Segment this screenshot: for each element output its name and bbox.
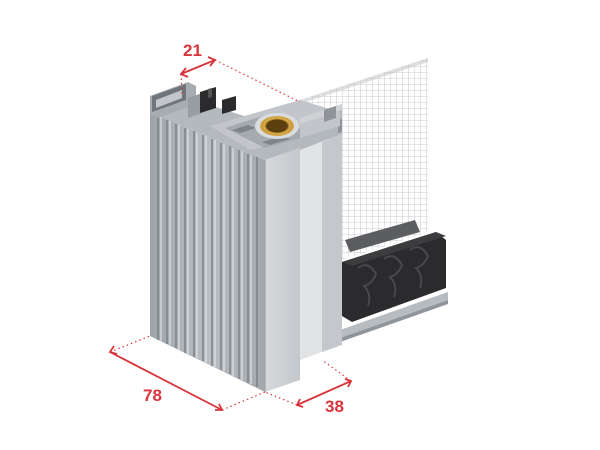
bottom-rail	[340, 292, 448, 342]
dimension-label-front-width: 38	[325, 397, 344, 416]
brush-seal-gaskets	[342, 220, 446, 322]
dimension-label-top-width: 21	[183, 41, 202, 60]
main-profile-ribbed-side	[150, 112, 265, 392]
dimension-front-width: 38	[264, 359, 353, 416]
top-gasket-icon	[200, 87, 236, 114]
dimension-front-depth: 78	[108, 335, 266, 411]
dimension-top-width: 21	[179, 41, 301, 103]
main-profile-front-face	[264, 148, 300, 392]
dimension-label-front-depth: 78	[143, 386, 162, 405]
threaded-screw-boss-icon	[255, 113, 299, 139]
profile-top-cross-section	[150, 82, 342, 160]
middle-profile	[300, 104, 342, 360]
